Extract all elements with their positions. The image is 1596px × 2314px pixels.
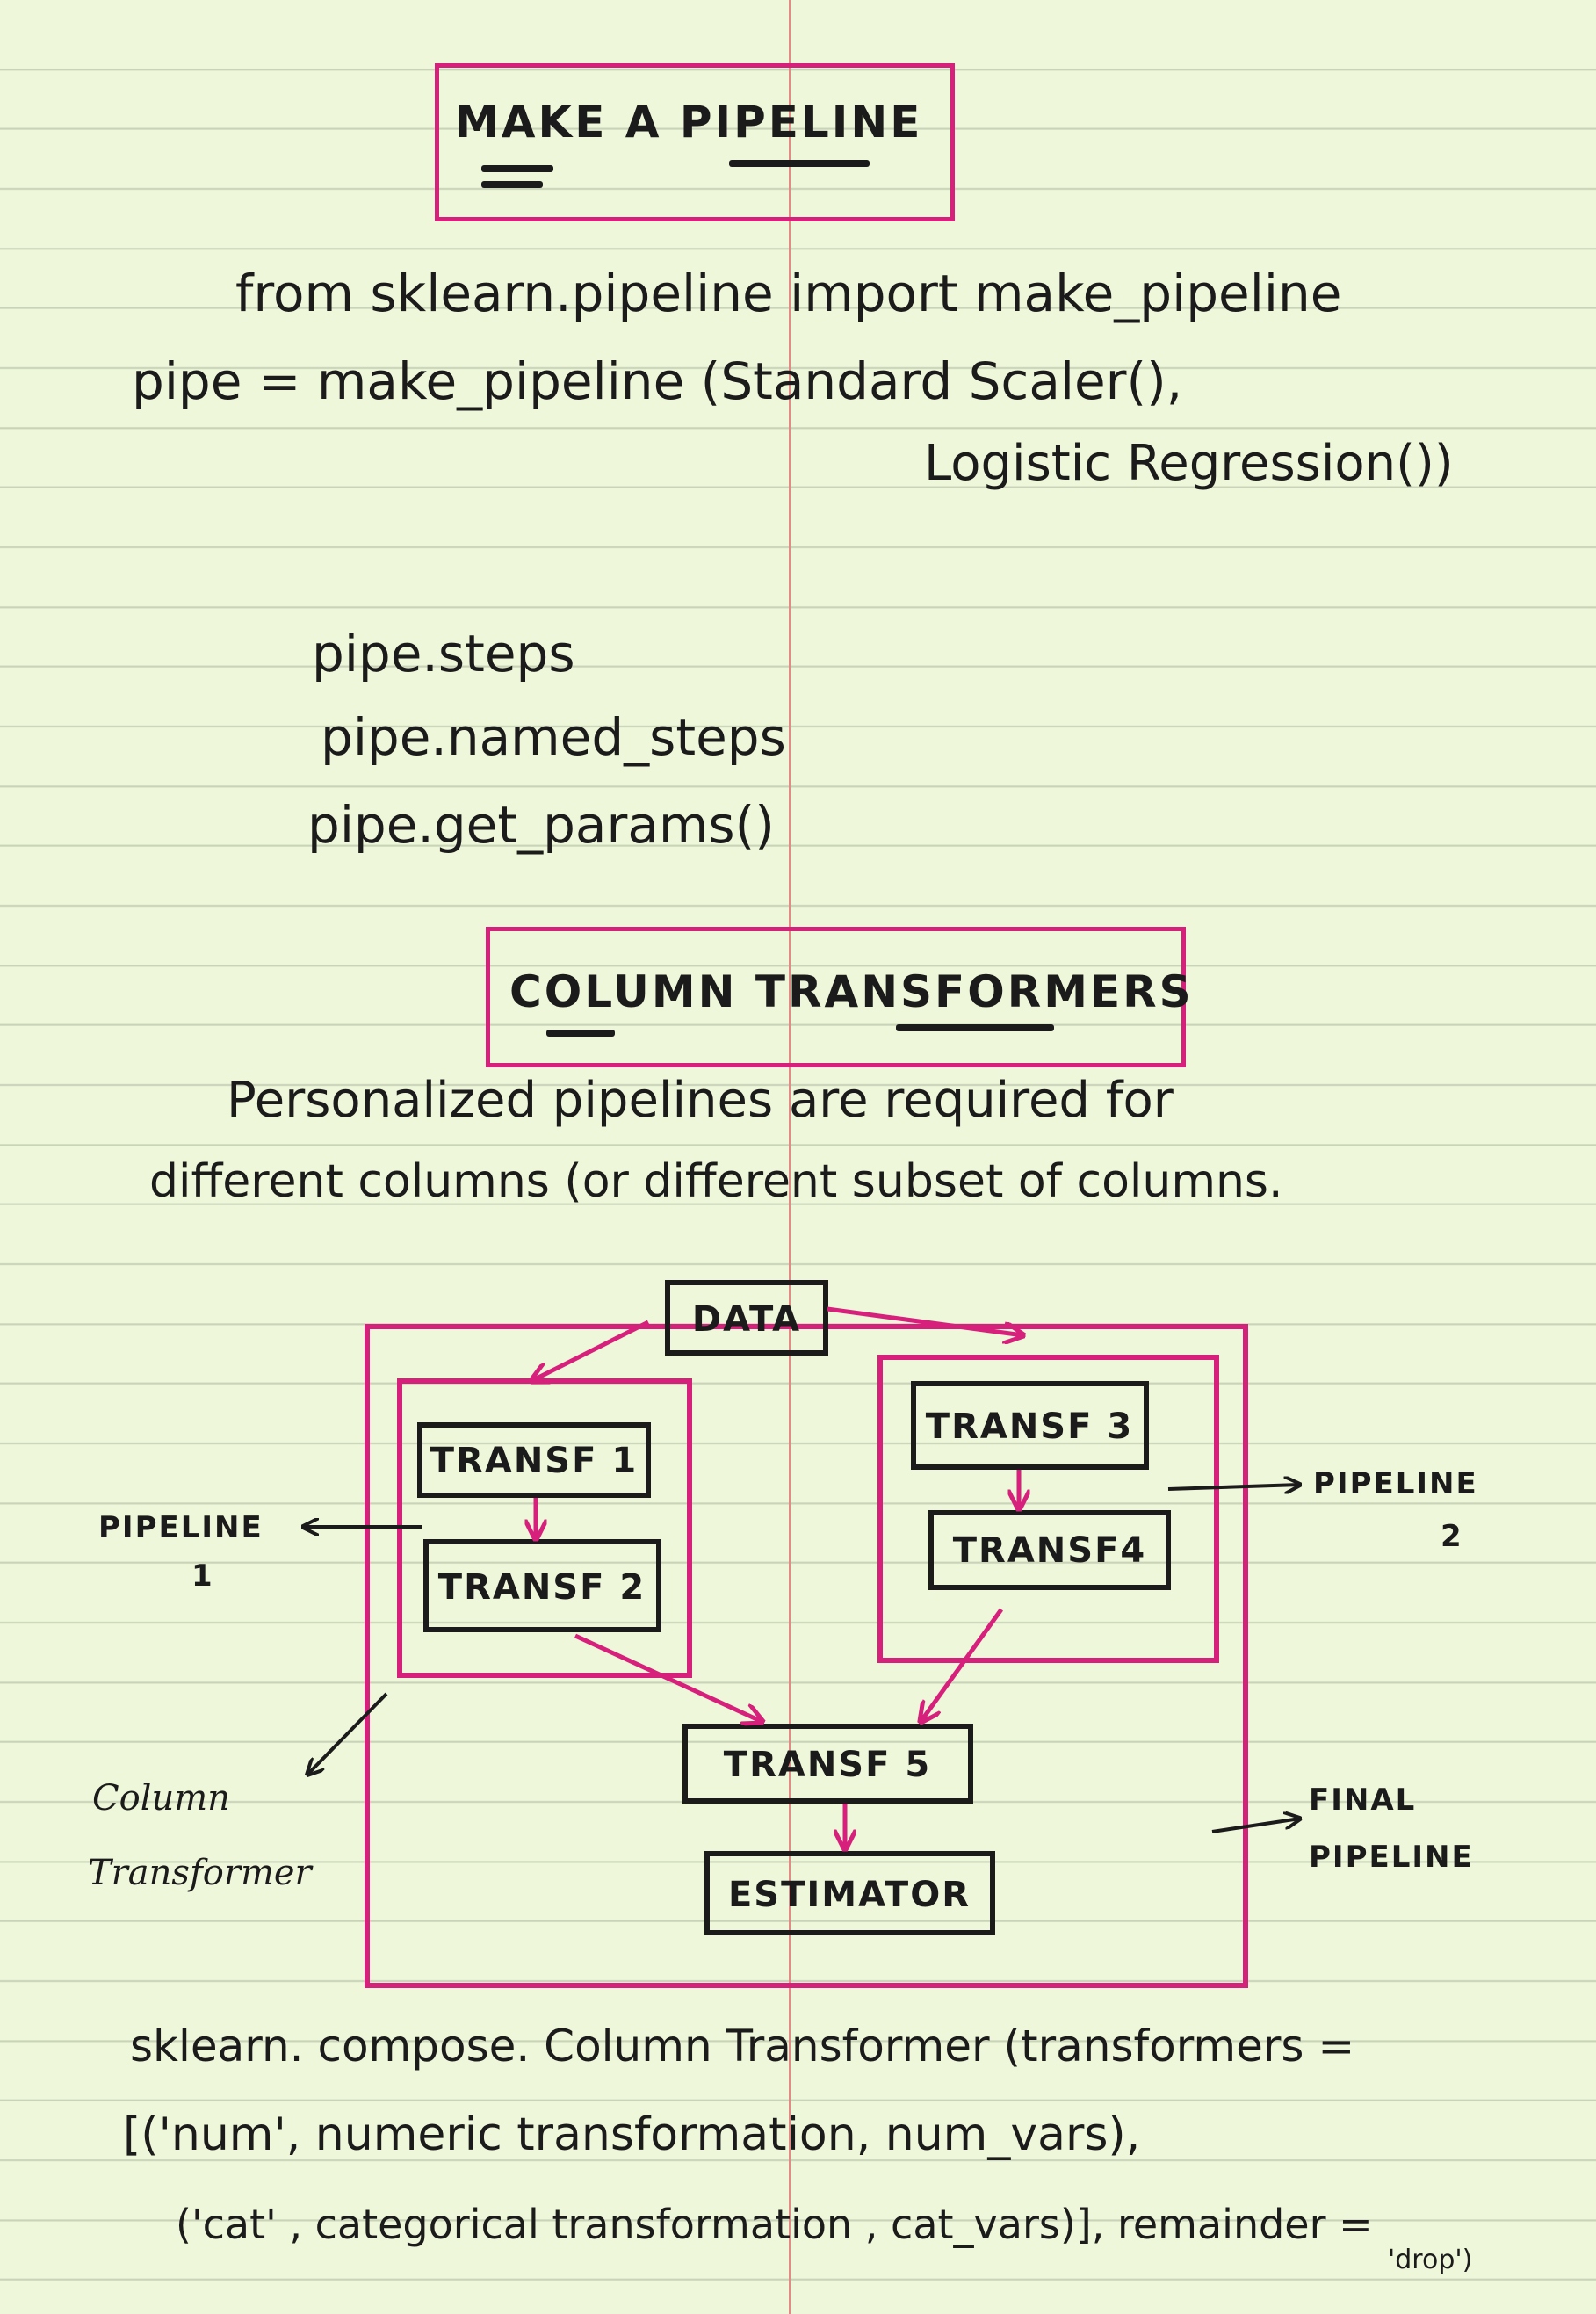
pipeline2-label-a: PIPELINE <box>1313 1466 1478 1501</box>
title-underline <box>729 160 870 167</box>
compose-code-line-3-tail: 'drop') <box>1388 2245 1473 2275</box>
transf1-label: TRANSF 1 <box>430 1441 638 1481</box>
pipeline2-label-b: 2 <box>1441 1519 1463 1554</box>
title-underline <box>546 1030 615 1037</box>
transf4-box <box>928 1510 1171 1590</box>
attr-steps: pipe.steps <box>312 624 575 683</box>
description-line-1: Personalized pipelines are required for <box>227 1072 1174 1129</box>
compose-code-line-1: sklearn. compose. Column Transformer (tr… <box>130 2021 1355 2072</box>
transf5-label: TRANSF 5 <box>724 1745 931 1785</box>
title-underline <box>481 181 543 188</box>
estimator-box <box>704 1851 995 1935</box>
arrow-to-column-label <box>307 1692 388 1775</box>
attr-named-steps: pipe.named_steps <box>321 707 786 767</box>
transf3-label: TRANSF 3 <box>926 1406 1133 1447</box>
title-underline <box>481 165 553 172</box>
column-transformer-label-a: Column <box>92 1778 230 1819</box>
pipeline2-group-box <box>877 1355 1219 1663</box>
column-transformers-title-box <box>486 927 1186 1067</box>
arrow-pipeline2-to-transf5 <box>921 1608 1004 1722</box>
arrow-data-to-pipeline1 <box>531 1320 650 1381</box>
final-pipeline-label-b: PIPELINE <box>1309 1840 1474 1875</box>
arrow-to-final-label <box>1211 1819 1300 1833</box>
description-line-2: different columns (or different subset o… <box>149 1155 1283 1208</box>
transf3-box <box>911 1381 1149 1470</box>
data-box <box>665 1280 828 1356</box>
pipeline1-label-b: 1 <box>191 1558 214 1594</box>
margin-line <box>789 0 791 2314</box>
code-import-line: from sklearn.pipeline import make_pipeli… <box>235 264 1342 323</box>
data-label: DATA <box>692 1299 801 1340</box>
pipeline1-label-a: PIPELINE <box>98 1510 264 1545</box>
column-transformer-label-b: Transformer <box>88 1853 314 1893</box>
arrow-data-to-pipeline2 <box>827 1306 1023 1335</box>
estimator-label: ESTIMATOR <box>728 1875 971 1915</box>
title-underline <box>896 1024 1054 1031</box>
final-pipeline-label-a: FINAL <box>1309 1783 1416 1818</box>
final-pipeline-box <box>365 1324 1248 1988</box>
attr-get-params: pipe.get_params() <box>307 795 775 855</box>
code-pipe-line-2: Logistic Regression()) <box>924 435 1454 492</box>
compose-code-line-2: [('num', numeric transformation, num_var… <box>123 2108 1141 2161</box>
transf4-label: TRANSF4 <box>953 1530 1146 1571</box>
arrow-transf2-to-transf5 <box>574 1633 762 1722</box>
make-pipeline-title: MAKE A PIPELINE <box>455 97 923 148</box>
transf2-box <box>423 1539 661 1632</box>
make-pipeline-title-box <box>435 63 955 221</box>
column-transformers-title: COLUMN TRANSFORMERS <box>509 966 1194 1017</box>
arrow-to-pipeline2-label <box>1167 1485 1300 1489</box>
code-pipe-line-1: pipe = make_pipeline (Standard Scaler(), <box>132 351 1183 411</box>
transf5-box <box>682 1724 973 1804</box>
compose-code-line-3: ('cat' , categorical transformation , ca… <box>176 2201 1373 2248</box>
transf2-label: TRANSF 2 <box>438 1567 646 1608</box>
transf1-box <box>417 1422 651 1498</box>
